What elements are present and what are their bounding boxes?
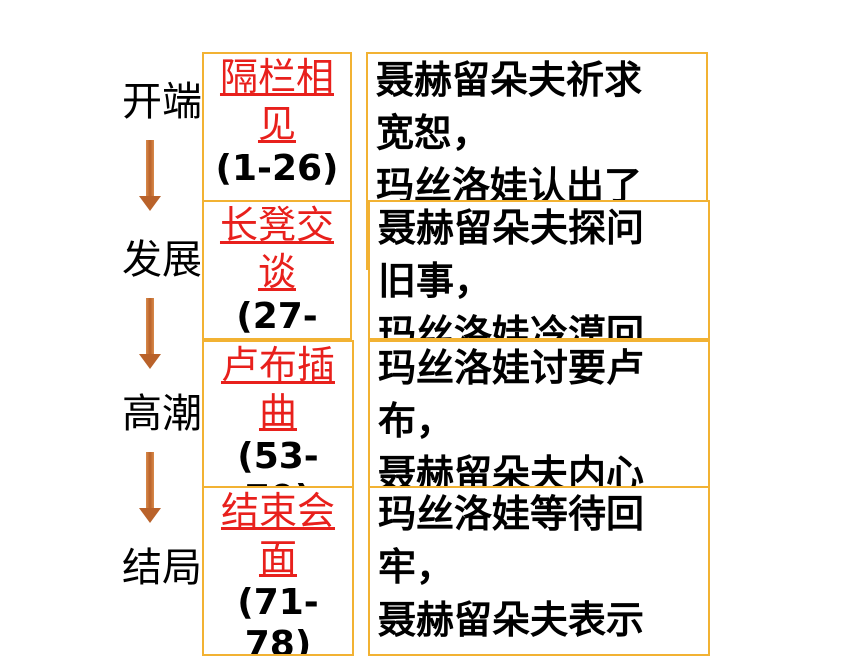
description-line: 宽恕， bbox=[376, 111, 491, 155]
down-arrow-icon bbox=[139, 298, 161, 369]
section-title[interactable]: 卢布插曲 bbox=[220, 343, 335, 434]
section-description-box: 玛丝洛娃等待回 牢， 聂赫留朵夫表示 bbox=[368, 486, 710, 656]
stage-label-climax: 高潮 bbox=[122, 391, 202, 437]
stage-label-development: 发展 bbox=[122, 237, 202, 283]
description-line: 玛丝洛娃冷漠回 bbox=[378, 312, 645, 340]
section-title[interactable]: 隔栏相见 bbox=[219, 55, 334, 146]
section-title-box: 卢布插曲 (53-70) bbox=[202, 340, 354, 488]
description-line: 聂赫留朵夫探问 bbox=[378, 206, 645, 250]
line-range: (27- bbox=[236, 296, 318, 337]
description-line: 聂赫留朵夫祈求 bbox=[376, 58, 643, 102]
description-line: 玛丝洛娃讨要卢 bbox=[378, 346, 645, 390]
description-line: 布， bbox=[378, 399, 455, 443]
description-line: 聂赫留朵夫表示 bbox=[378, 598, 645, 642]
section-title[interactable]: 长凳交谈 bbox=[219, 203, 334, 294]
down-arrow-icon bbox=[139, 452, 161, 523]
section-title-box: 长凳交谈 (27- bbox=[202, 200, 352, 340]
description-line: 旧事， bbox=[378, 259, 493, 303]
line-range: (1-26) bbox=[215, 148, 339, 189]
description-line: 玛丝洛娃等待回 bbox=[378, 492, 645, 536]
section-title-box: 结束会面 (71-78) bbox=[202, 486, 354, 656]
description-line: 牢， bbox=[378, 545, 455, 589]
section-title[interactable]: 结束会面 bbox=[220, 489, 335, 580]
section-description-box: 聂赫留朵夫探问 旧事， 玛丝洛娃冷漠回 bbox=[368, 200, 710, 340]
section-description-box: 玛丝洛娃讨要卢 布， 聂赫留朵夫内心 bbox=[368, 340, 710, 488]
description-line: 聂赫留朵夫内心 bbox=[378, 452, 645, 488]
line-range: (53-70) bbox=[237, 436, 319, 486]
down-arrow-icon bbox=[139, 140, 161, 211]
stage-label-beginning: 开端 bbox=[122, 79, 202, 125]
stage-label-ending: 结局 bbox=[122, 545, 202, 591]
